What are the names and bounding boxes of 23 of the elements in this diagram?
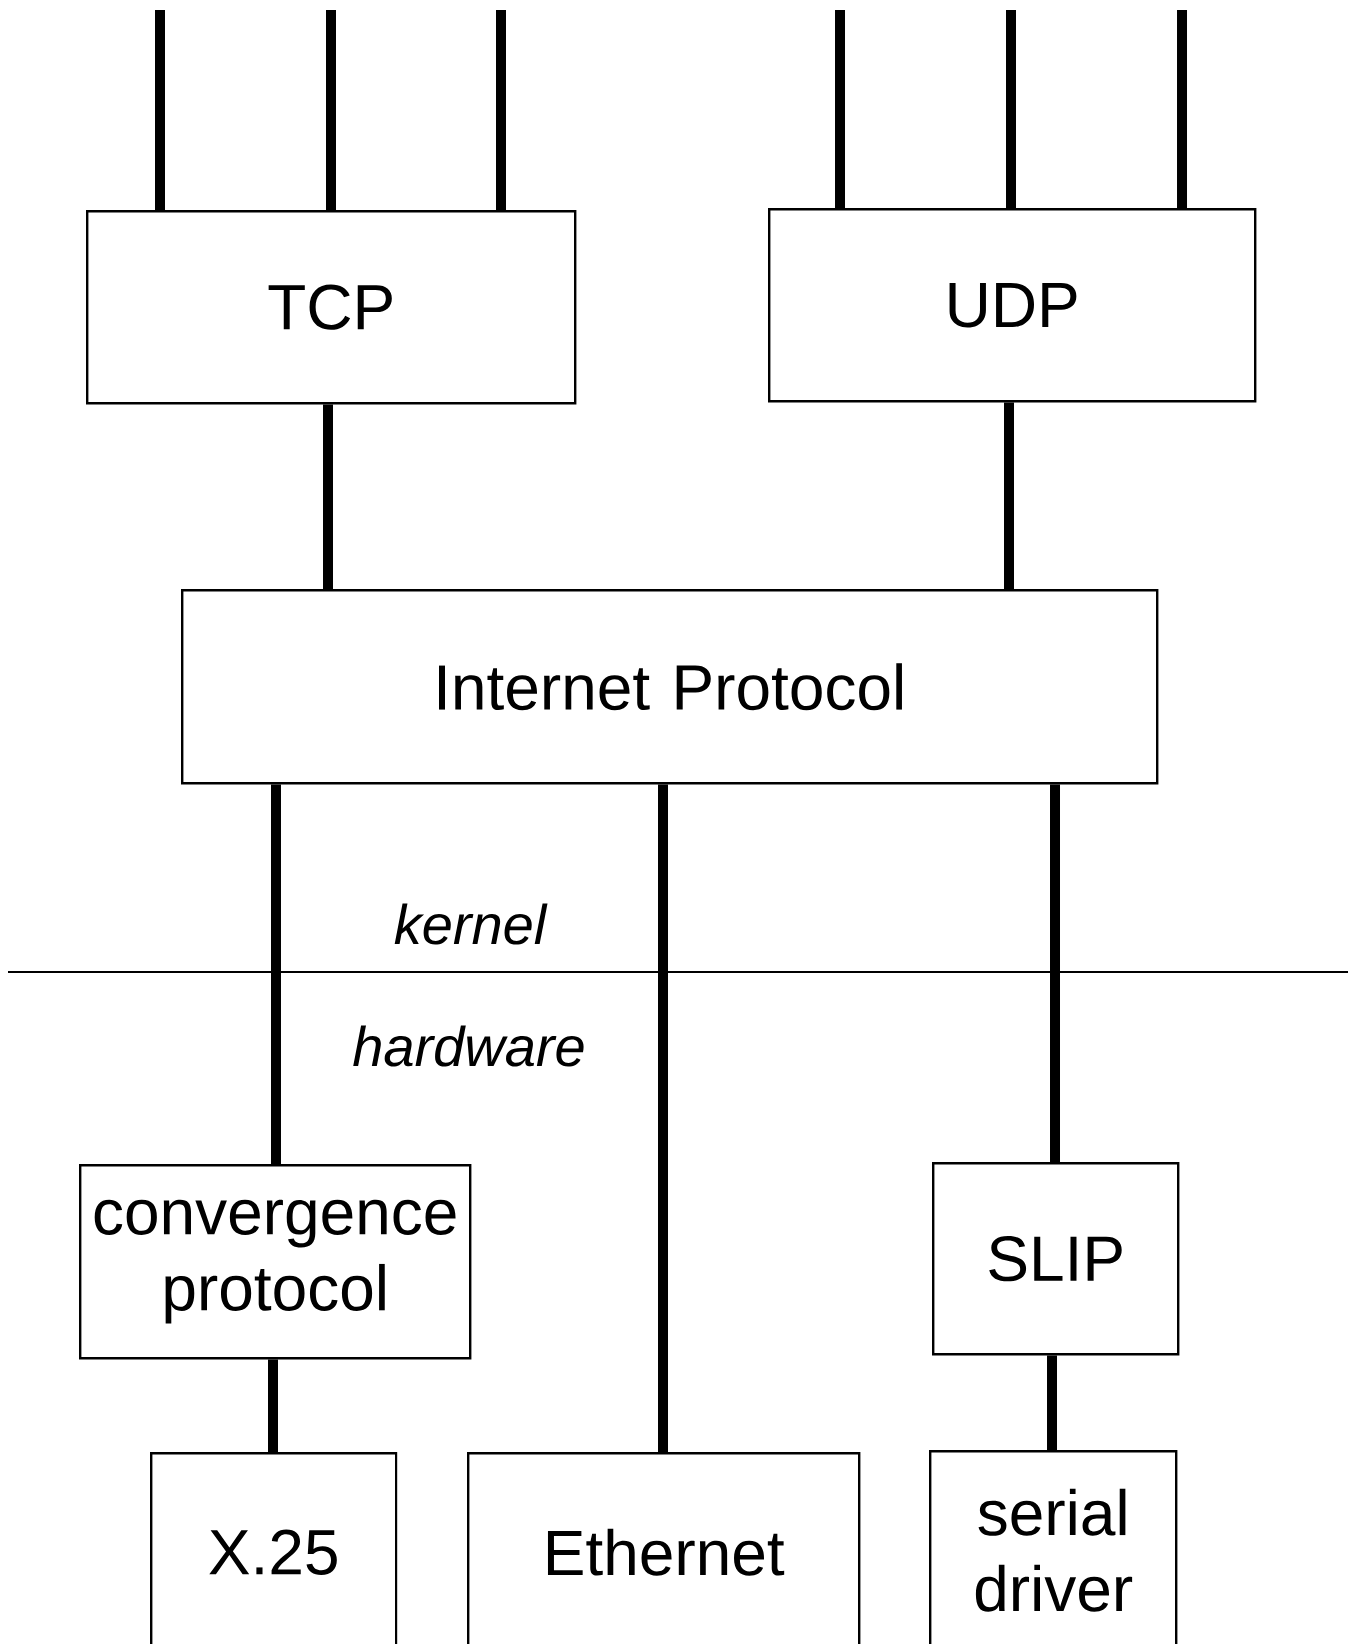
connector-line	[496, 10, 506, 210]
connector-line	[658, 784, 668, 1452]
layer-label: hardware	[348, 1021, 590, 1071]
layer-label: kernel	[389, 899, 551, 949]
connector-line	[271, 784, 281, 1164]
connector-line	[268, 1359, 278, 1452]
protocol-box: SLIP	[932, 1162, 1180, 1356]
protocol-box: convergence protocol	[79, 1164, 472, 1360]
connector-line	[1177, 10, 1187, 208]
connector-line	[326, 10, 336, 210]
connector-line	[1004, 402, 1014, 589]
protocol-box: UDP	[768, 208, 1257, 403]
protocol-box: TCP	[86, 210, 577, 405]
connector-line	[1006, 10, 1016, 208]
connector-line	[323, 404, 333, 589]
protocol-box: X.25	[150, 1452, 398, 1644]
connector-line	[1050, 784, 1060, 1162]
connector-line	[1047, 1355, 1057, 1450]
protocol-box: Ethernet	[467, 1452, 861, 1644]
protocol-box: serial driver	[929, 1450, 1178, 1644]
protocol-box: Internet Protocol	[181, 589, 1159, 785]
connector-line	[155, 10, 165, 210]
connector-line	[835, 10, 845, 208]
